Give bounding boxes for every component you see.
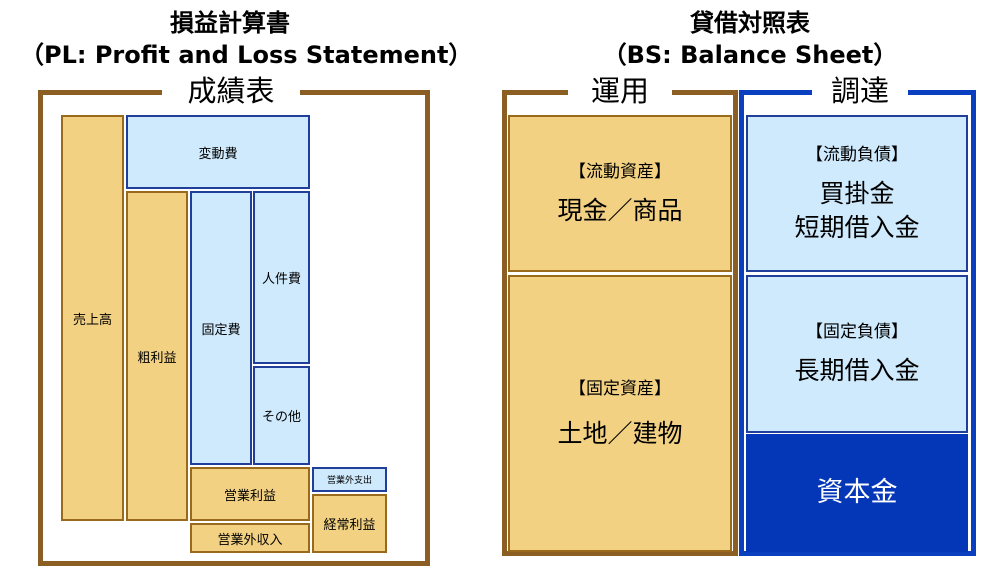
fixed-assets-text: 土地／建物: [557, 418, 683, 448]
non-operating-income-block: 営業外収入: [190, 523, 310, 553]
ordinary-profit-block: 経常利益: [312, 494, 387, 553]
current-liabilities-tag: 【流動負債】: [806, 144, 908, 165]
fixed-cost-block: 固定費: [190, 191, 252, 465]
current-assets-text: 現金／商品: [557, 195, 683, 225]
personnel-cost-label: 人件費: [261, 272, 301, 287]
gross-profit-block: 粗利益: [126, 191, 188, 521]
other-cost-label: その他: [261, 410, 301, 425]
fixed-liabilities-text: 長期借入金: [794, 356, 920, 385]
bs-title-line2: （BS: Balance Sheet）: [602, 41, 898, 69]
pl-frame-label: 成績表: [162, 74, 300, 108]
gross-profit-label: 粗利益: [137, 350, 177, 366]
pl-title-line1: 損益計算書: [170, 9, 290, 37]
current-assets-block: 【流動資産】 現金／商品: [508, 115, 732, 272]
other-cost-block: その他: [253, 366, 310, 465]
non-operating-expense-label: 営業外支出: [326, 476, 372, 486]
fixed-assets-tag: 【固定資産】: [569, 378, 671, 399]
operating-profit-label: 営業利益: [223, 488, 276, 504]
personnel-cost-block: 人件費: [253, 191, 310, 364]
non-operating-expense-block: 営業外支出: [312, 467, 387, 492]
bs-assets-label: 運用: [568, 74, 672, 108]
fixed-liabilities-tag: 【固定負債】: [806, 322, 908, 342]
variable-cost-label: 変動費: [198, 146, 238, 162]
capital-block: 資本金: [746, 434, 968, 552]
sales-block: 売上高: [61, 115, 124, 521]
current-liabilities-block: 【流動負債】 買掛金 短期借入金: [746, 115, 968, 272]
current-liabilities-line2: 短期借入金: [794, 212, 920, 242]
fixed-assets-block: 【固定資産】 土地／建物: [508, 275, 732, 552]
current-liabilities-line1: 買掛金: [819, 178, 895, 208]
fixed-cost-label: 固定費: [201, 322, 241, 338]
bs-funding-label: 調達: [812, 74, 908, 108]
ordinary-profit-label: 経常利益: [323, 518, 376, 533]
sales-label: 売上高: [72, 312, 112, 328]
bs-title-line1: 貸借対照表: [690, 9, 810, 37]
pl-title-line2: （PL: Profit and Loss Statement）: [20, 41, 473, 69]
operating-profit-block: 営業利益: [190, 467, 310, 521]
capital-text: 資本金: [816, 477, 898, 508]
fixed-liabilities-block: 【固定負債】 長期借入金: [746, 275, 968, 433]
current-assets-tag: 【流動資産】: [569, 161, 671, 182]
non-operating-income-label: 営業外収入: [217, 532, 283, 548]
variable-cost-block: 変動費: [126, 115, 310, 189]
